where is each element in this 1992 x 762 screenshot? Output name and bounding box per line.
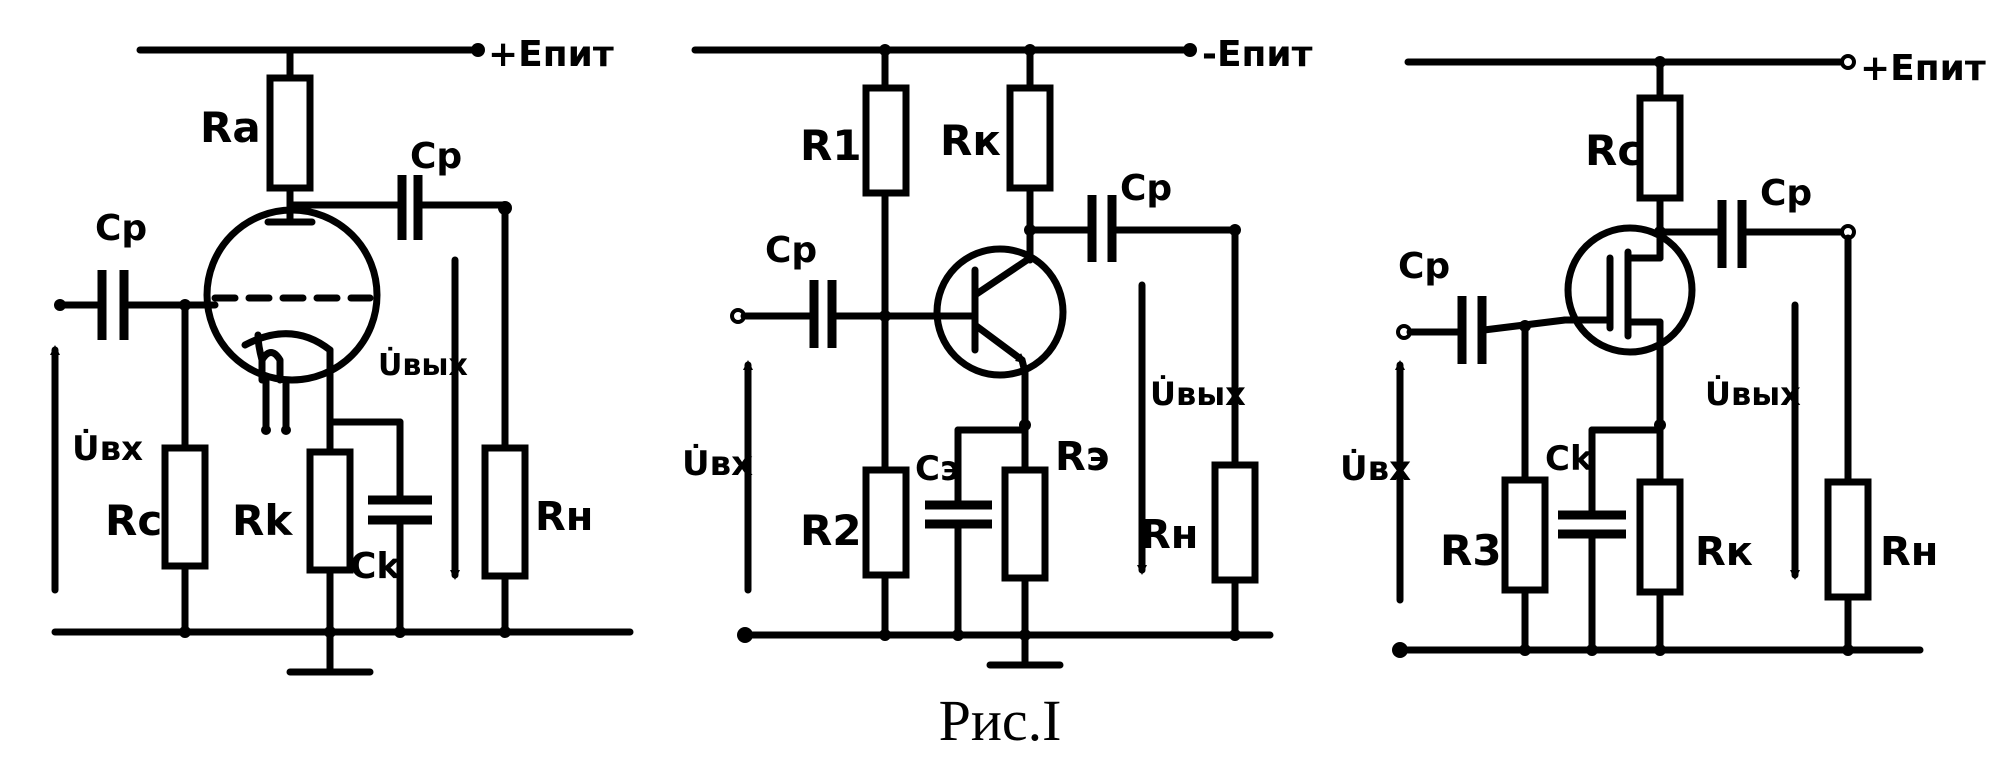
tube-ck-label: Ck xyxy=(350,546,401,587)
bjt-cp-out-label: Cp xyxy=(1120,168,1172,209)
fet-rc-label: Rc xyxy=(1585,126,1642,175)
tube-heater xyxy=(254,331,284,384)
fet-r3-label: R3 xyxy=(1440,526,1502,575)
fet-rk-resistor xyxy=(1636,478,1684,596)
bjt-cp-in-label: Cp xyxy=(765,230,817,271)
tube-rc-label: Rc xyxy=(105,496,162,545)
fet-transistor-body xyxy=(1564,224,1696,356)
bjt-supply-label: -Eпит xyxy=(1202,34,1313,75)
tube-cathode xyxy=(241,330,334,354)
bjt-re-label: Rэ xyxy=(1055,434,1110,480)
tube-ra-resistor xyxy=(266,74,314,192)
tube-amplifier-circuit: +Eпит Ra Cp Cp xyxy=(50,34,634,676)
tube-u-out-label: U̇вых xyxy=(378,348,468,383)
bjt-rk-resistor xyxy=(1006,84,1054,192)
fet-rk-label: Rк xyxy=(1695,529,1753,575)
bjt-r2-label: R2 xyxy=(800,506,862,555)
tube-load-label: Rн xyxy=(535,494,593,540)
bjt-supply-terminal xyxy=(1183,43,1197,57)
bjt-emitter xyxy=(971,321,1027,364)
bjt-load-resistor xyxy=(1211,461,1259,584)
fet-rc-resistor xyxy=(1636,94,1684,202)
bjt-u-in-label: U̇вх xyxy=(682,443,753,484)
bjt-amplifier-circuit: -Eпит R1 Rк Cp Cp xyxy=(682,34,1313,669)
tube-rk-resistor xyxy=(306,448,354,574)
figure-caption: Рис.I xyxy=(939,688,1062,753)
bjt-r2-resistor xyxy=(862,466,910,579)
bjt-r1-label: R1 xyxy=(800,121,862,170)
tube-u-in-label: U̇вх xyxy=(72,428,143,469)
bjt-re-resistor xyxy=(1001,466,1049,582)
fet-supply-terminal xyxy=(1840,54,1856,70)
bjt-u-out-label: U̇вых xyxy=(1150,375,1246,413)
tube-cp-out-label: Cp xyxy=(410,136,462,177)
tube-cp-in-label: Cp xyxy=(95,208,147,249)
tube-ra-label: Ra xyxy=(200,103,261,152)
tube-supply-terminal xyxy=(471,43,485,57)
fet-supply-label: +Eпит xyxy=(1860,48,1986,89)
bjt-r1-resistor xyxy=(862,84,910,197)
bjt-ce-label: Cэ xyxy=(915,449,960,489)
bjt-load-label: Rн xyxy=(1140,512,1198,558)
bjt-collector xyxy=(971,254,1034,299)
tube-load-resistor xyxy=(481,444,529,580)
fet-ck-label: Ck xyxy=(1545,439,1594,479)
fet-cp-in-label: Cp xyxy=(1398,246,1450,287)
fet-load-label: Rн xyxy=(1880,529,1938,575)
tube-rk-label: Rk xyxy=(232,496,293,545)
fet-cp-out-label: Cp xyxy=(1760,173,1812,214)
tube-supply-label: +Eпит xyxy=(488,34,614,75)
fet-amplifier-circuit: +Eпит Rc Cp Cp R3 xyxy=(1340,48,1986,658)
bjt-rk-label: Rк xyxy=(940,116,1001,165)
fet-load-resistor xyxy=(1824,478,1872,601)
tube-rc-resistor xyxy=(161,444,209,570)
fet-r3-resistor xyxy=(1501,476,1549,594)
fet-u-out-label: U̇вых xyxy=(1705,375,1801,413)
tube-envelope xyxy=(203,206,381,384)
fet-u-in-label: U̇вх xyxy=(1340,448,1411,489)
bjt-transistor-body xyxy=(933,245,1067,379)
